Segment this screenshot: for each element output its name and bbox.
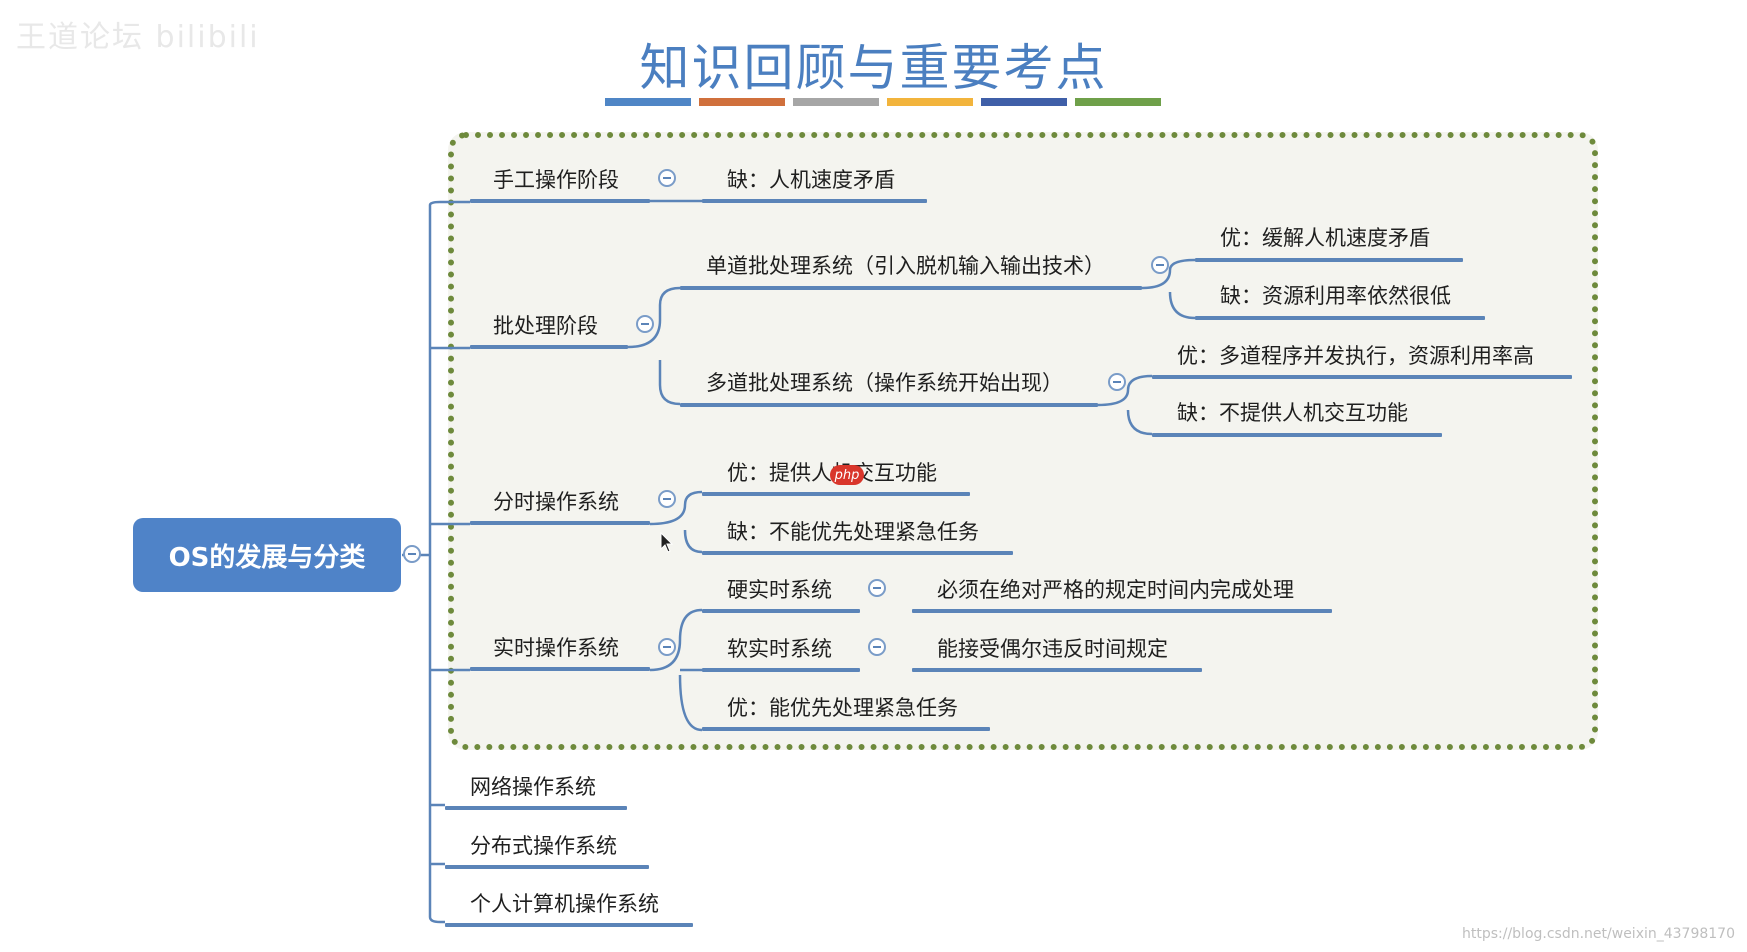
watermark-bottom-right: https://blog.csdn.net/weixin_43798170 [1461,926,1735,942]
node-realtime-pro[interactable]: 优：能优先处理紧急任务 [727,696,958,720]
batch-collapse-icon[interactable] [636,315,654,333]
underline [702,609,860,613]
underline [702,199,927,203]
node-personal-os[interactable]: 个人计算机操作系统 [470,892,659,916]
underline [470,521,650,525]
node-hard-realtime-desc[interactable]: 必须在绝对严格的规定时间内完成处理 [937,578,1294,602]
soft-realtime-collapse-icon[interactable] [868,638,886,656]
underline [1195,258,1463,262]
underline [445,923,693,927]
underline [912,609,1332,613]
title-color-bar [887,98,973,106]
timesharing-collapse-icon[interactable] [658,490,676,508]
underline [445,806,627,810]
node-single-con[interactable]: 缺：资源利用率依然很低 [1220,284,1451,308]
node-manual-stage[interactable]: 手工操作阶段 [493,168,619,192]
node-multi-con[interactable]: 缺：不提供人机交互功能 [1177,401,1408,425]
node-timesharing[interactable]: 分时操作系统 [493,490,619,514]
node-soft-realtime[interactable]: 软实时系统 [727,637,832,661]
root-collapse-icon[interactable] [403,545,421,563]
underline [470,345,628,349]
underline [702,551,1013,555]
realtime-collapse-icon[interactable] [658,638,676,656]
underline [470,667,650,671]
node-network-os[interactable]: 网络操作系统 [470,775,596,799]
node-multi-batch[interactable]: 多道批处理系统（操作系统开始出现） [706,371,1063,395]
node-timesharing-con[interactable]: 缺：不能优先处理紧急任务 [727,520,979,544]
node-batch-stage[interactable]: 批处理阶段 [493,314,598,338]
page-title: 知识回顾与重要考点 [639,39,1108,97]
underline [702,668,860,672]
underline [702,727,990,731]
mouse-cursor-icon [660,532,674,553]
node-realtime[interactable]: 实时操作系统 [493,636,619,660]
underline [470,199,650,203]
underline [680,403,1098,407]
underline [680,286,1142,290]
underline [912,668,1202,672]
title-color-bar [981,98,1067,106]
title-color-bar [1075,98,1161,106]
underline [1152,433,1442,437]
node-single-pro[interactable]: 优：缓解人机速度矛盾 [1220,226,1430,250]
underline [1195,316,1485,320]
node-manual-con[interactable]: 缺：人机速度矛盾 [727,168,895,192]
underline [702,492,970,496]
root-node[interactable]: OS的发展与分类 [133,518,401,592]
manual-collapse-icon[interactable] [658,169,676,187]
title-color-bars [605,98,1165,106]
title-color-bar [699,98,785,106]
node-soft-realtime-desc[interactable]: 能接受偶尔违反时间规定 [937,637,1168,661]
php-badge: php [830,465,864,485]
single-batch-collapse-icon[interactable] [1151,256,1169,274]
underline [1152,375,1572,379]
title-color-bar [605,98,691,106]
watermark-top-left: 王道论坛 bilibili [16,20,260,55]
title-color-bar [793,98,879,106]
hard-realtime-collapse-icon[interactable] [868,579,886,597]
node-single-batch[interactable]: 单道批处理系统（引入脱机输入输出技术） [706,254,1105,278]
node-hard-realtime[interactable]: 硬实时系统 [727,578,832,602]
underline [445,865,649,869]
node-distributed-os[interactable]: 分布式操作系统 [470,834,617,858]
key-points-frame [448,132,1598,750]
multi-batch-collapse-icon[interactable] [1108,373,1126,391]
node-multi-pro[interactable]: 优：多道程序并发执行，资源利用率高 [1177,344,1534,368]
